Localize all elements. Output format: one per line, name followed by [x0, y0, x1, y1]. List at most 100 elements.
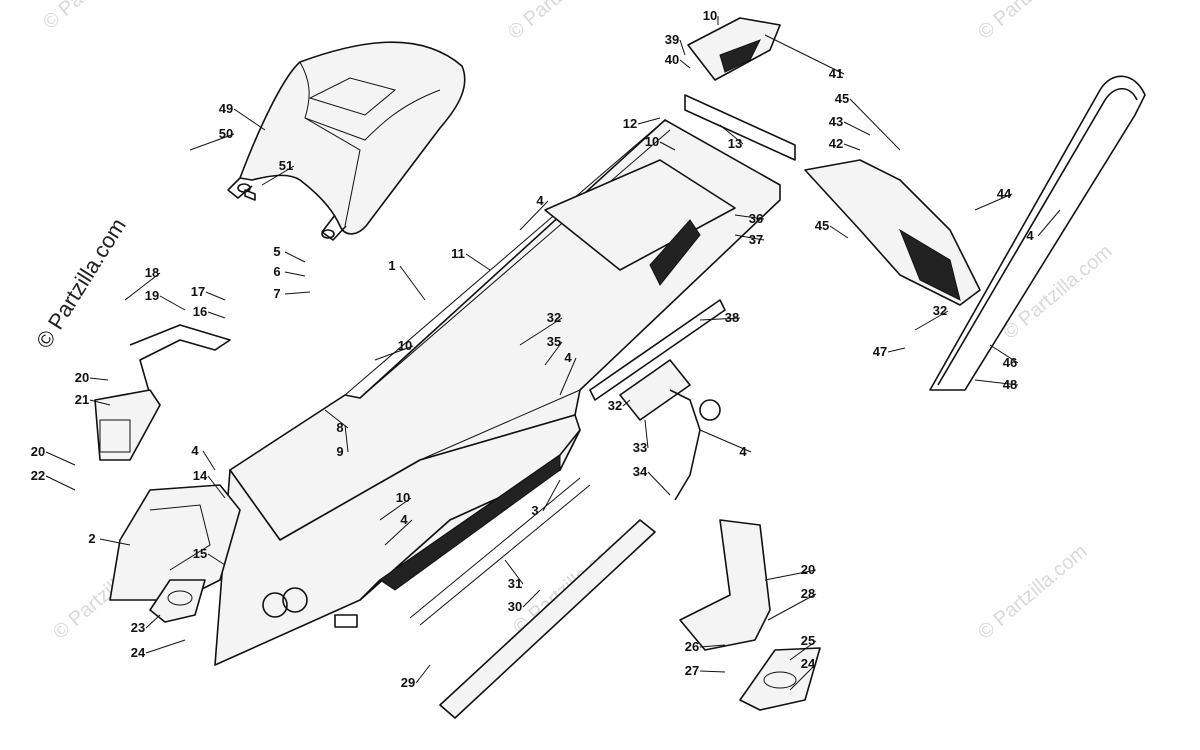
leader-line — [789, 663, 817, 691]
callout-number: 9 — [336, 444, 343, 459]
leader-line — [559, 357, 577, 396]
leader-line — [207, 553, 226, 566]
leader-lines — [45, 16, 1061, 691]
leader-line — [699, 317, 741, 321]
leader-line — [679, 59, 691, 69]
callout-number: 4 — [564, 350, 572, 365]
right-footrest-part — [739, 647, 821, 711]
tunnel-part — [229, 119, 781, 541]
leader-line — [124, 272, 161, 301]
callout-number: 27 — [685, 663, 699, 678]
front-bulkhead-part — [109, 484, 241, 601]
callout-number: 13 — [728, 136, 742, 151]
leader-line — [465, 253, 491, 271]
leader-line — [89, 377, 109, 381]
callout-number: 29 — [401, 675, 415, 690]
callout-number: 10 — [396, 490, 410, 505]
leader-line — [843, 143, 861, 151]
leader-line — [384, 519, 413, 546]
leader-line — [974, 193, 1013, 211]
callout-number: 31 — [508, 576, 522, 591]
callout-number: 10 — [398, 338, 412, 353]
callout-number: 35 — [547, 334, 561, 349]
callout-number: 48 — [1003, 377, 1017, 392]
snowflap-part — [804, 159, 981, 306]
leader-line — [284, 291, 311, 295]
callout-number: 45 — [835, 91, 849, 106]
callout-number: 16 — [193, 304, 207, 319]
callout-number: 44 — [997, 186, 1012, 201]
callouts: 1234444445678910101010111213141516171819… — [31, 8, 1035, 690]
leader-line — [504, 559, 524, 585]
callout-number: 3 — [531, 503, 538, 518]
leader-line — [145, 614, 161, 629]
callout-number: 32 — [933, 303, 947, 318]
callout-number: 7 — [273, 286, 280, 301]
callout-number: 5 — [273, 244, 280, 259]
callout-number: 2 — [88, 531, 95, 546]
callout-number: 25 — [801, 633, 815, 648]
callout-number: 40 — [665, 52, 679, 67]
leader-line — [764, 569, 817, 581]
callout-number: 33 — [633, 440, 647, 455]
callout-number: 20 — [75, 370, 89, 385]
callout-number: 50 — [219, 126, 233, 141]
leader-line — [767, 593, 817, 621]
leader-line — [45, 451, 76, 466]
leader-line — [699, 670, 726, 673]
leader-line — [284, 251, 306, 263]
callout-number: 26 — [685, 639, 699, 654]
side-watermark-text: © Partzilla.com — [31, 214, 131, 353]
leader-line — [522, 589, 541, 608]
bumper-bracket-part — [94, 324, 231, 461]
callout-number: 11 — [451, 246, 465, 261]
callout-number: 42 — [829, 136, 843, 151]
rear-light-part — [687, 17, 781, 81]
rear-bumper-part — [929, 75, 1146, 391]
callout-number: 8 — [336, 420, 343, 435]
leader-line — [205, 291, 226, 301]
leader-line — [99, 538, 131, 546]
leader-line — [399, 265, 426, 301]
callout-number: 32 — [547, 310, 561, 325]
leader-line — [207, 311, 226, 319]
watermark-text: © Partzilla.com — [39, 0, 156, 34]
rear-brace-part — [684, 94, 796, 161]
callout-number: 1 — [388, 258, 395, 273]
callout-number: 18 — [145, 265, 159, 280]
watermark-text: © Partzilla.com — [974, 0, 1091, 44]
leader-line — [284, 271, 306, 277]
callout-number: 45 — [815, 218, 829, 233]
leader-line — [699, 644, 726, 648]
leader-line — [974, 379, 1019, 386]
leader-line — [699, 429, 752, 453]
leader-line — [887, 347, 906, 353]
callout-number: 10 — [703, 8, 717, 23]
leader-line — [202, 450, 216, 471]
callout-number: 36 — [749, 211, 763, 226]
leader-line — [542, 479, 561, 512]
leader-line — [324, 409, 349, 429]
callout-number: 4 — [400, 512, 408, 527]
leader-line — [764, 34, 845, 75]
leader-line — [843, 121, 871, 136]
leader-line — [89, 399, 111, 406]
callout-number: 49 — [219, 101, 233, 116]
callout-number: 17 — [191, 284, 205, 299]
leader-line — [45, 475, 76, 491]
leader-line — [415, 664, 431, 684]
leader-line — [344, 424, 349, 453]
cross-tube-part — [409, 477, 656, 719]
callout-number: 46 — [1003, 355, 1017, 370]
callout-number: 24 — [801, 656, 816, 671]
callout-number: 28 — [801, 586, 815, 601]
callout-number: 47 — [873, 344, 887, 359]
leader-line — [644, 419, 649, 449]
callout-number: 32 — [608, 398, 622, 413]
trim-rail-part — [589, 299, 726, 401]
callout-number: 20 — [801, 562, 815, 577]
leader-line — [233, 108, 266, 131]
suspension-plate-part — [619, 359, 721, 501]
